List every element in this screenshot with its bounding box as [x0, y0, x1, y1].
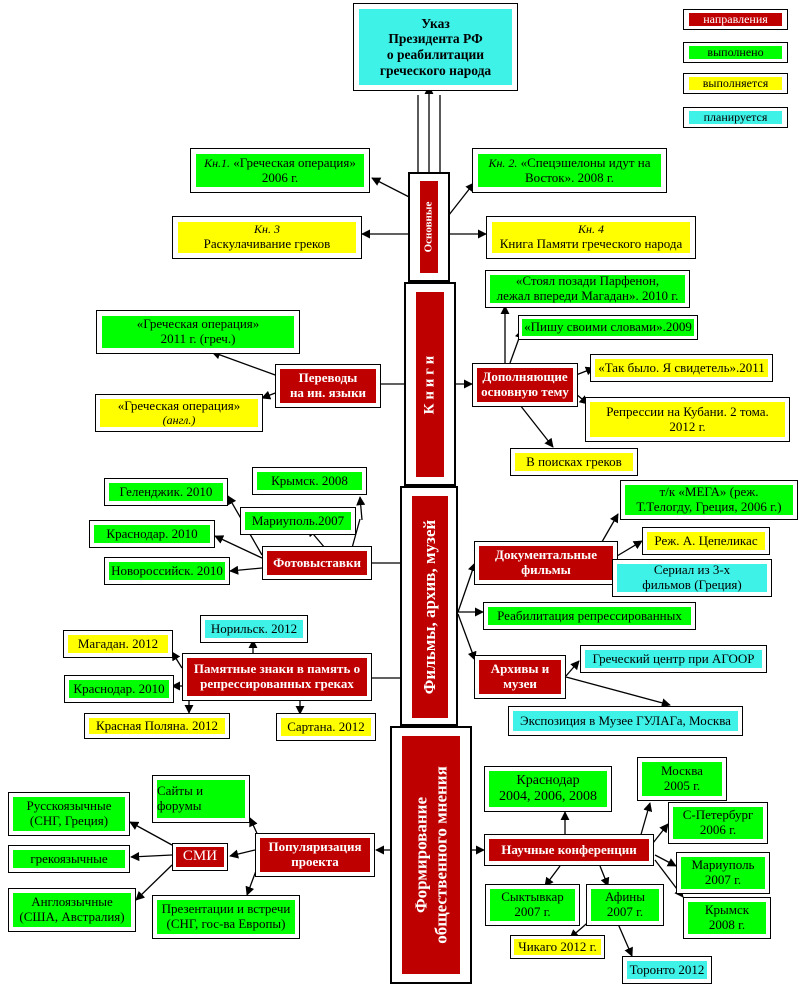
memorial-sartana-box: Сартана. 2012 — [276, 713, 376, 741]
media-russian-box: Русскоязычные(СНГ, Греция) — [8, 792, 130, 836]
translation-greek-box: «Греческая операция»2011 г. (греч.) — [96, 310, 300, 354]
legend-done-label: выполнено — [689, 45, 782, 59]
photo-item-mariupol: Мариуполь.2007 — [240, 507, 356, 535]
translation-english-box: «Греческая операция»(англ.) — [95, 394, 263, 432]
legend-directions-label: направления — [689, 12, 782, 26]
media-english-box: Англоязычные(США, Австралия) — [8, 888, 136, 932]
docfilm-tsepelikas-box: Реж. А. Цепеликас — [642, 527, 770, 555]
title-line-1: Указ — [421, 15, 450, 31]
archive-greek-center-box: Греческий центр при АГООР — [580, 645, 767, 673]
archive-gulag-museum-box: Экспозиция в Музее ГУЛАГа, Москва — [508, 706, 743, 736]
legend-in-progress: выполняется — [683, 73, 788, 94]
spine-books: К н и г и — [404, 282, 456, 486]
spine-books-label: К н и г и — [421, 355, 438, 414]
memorial-krasnaya-polyana-box: Красная Поляна. 2012 — [84, 713, 230, 739]
photo-item-krymsk: Крымск. 2008 — [252, 467, 367, 495]
presentations-box: Презентации и встречи(СНГ, гос-ва Европы… — [152, 895, 300, 939]
docfilm-mega-box: т/к «МЕГА» (реж.Т.Телогду, Греция, 2006 … — [620, 480, 798, 520]
legend-in-progress-label: выполняется — [689, 76, 782, 90]
conferences-box: Научные конференции — [484, 834, 654, 866]
spine-basic: Основные — [408, 172, 450, 282]
supplementary-item-3: «Так было. Я свидетель».2011 — [590, 354, 773, 382]
spine-films-label: Фильмы, архив, музей — [420, 519, 440, 695]
rehabilitation-box: Реабилитация репрессированных — [483, 602, 696, 630]
book-1-box: Кн.1. «Греческая операция»2006 г. — [190, 148, 370, 193]
title-box: Указ Президента РФ о реабилитации гречес… — [353, 3, 518, 91]
memorial-magadan-box: Магадан. 2012 — [63, 630, 173, 658]
title-line-3: о реабилитации — [386, 47, 485, 62]
memorial-norilsk-box: Норильск. 2012 — [200, 615, 308, 643]
legend-planned-label: планируется — [689, 110, 782, 124]
title-line-2: Президента РФ — [388, 31, 483, 47]
legend-done: выполнено — [683, 42, 788, 63]
memorial-krasnodar-box: Краснодар. 2010 — [64, 675, 174, 703]
legend-directions: направления — [683, 9, 788, 30]
legend-planned: планируется — [683, 107, 788, 128]
spine-films: Фильмы, архив, музей — [400, 486, 458, 726]
title-line-4: греческого народа — [379, 62, 492, 78]
conf-toronto-box: Торонто 2012 — [622, 956, 712, 984]
spine-basic-label: Основные — [422, 201, 435, 253]
photo-exhibitions-box: Фотовыставки — [262, 546, 372, 580]
supplementary-item-5: В поисках греков — [510, 448, 638, 476]
media-greek-box: грекоязычные — [8, 845, 130, 873]
supplementary-item-4: Репрессии на Кубани. 2 тома.2012 г. — [585, 397, 790, 442]
photo-item-gelendzhik: Геленджик. 2010 — [104, 478, 228, 506]
conf-chicago-box: Чикаго 2012 г. — [510, 935, 605, 959]
media-box: СМИ — [172, 843, 228, 871]
photo-item-novorossiysk: Новороссийск. 2010 — [104, 557, 230, 585]
photo-item-krasnodar: Краснодар. 2010 — [89, 520, 215, 548]
supplementary-item-1: «Стоял позади Парфенон,лежал впереди Маг… — [485, 270, 690, 308]
supplementary-item-2: «Пишу своими словами».2009 — [518, 315, 698, 340]
